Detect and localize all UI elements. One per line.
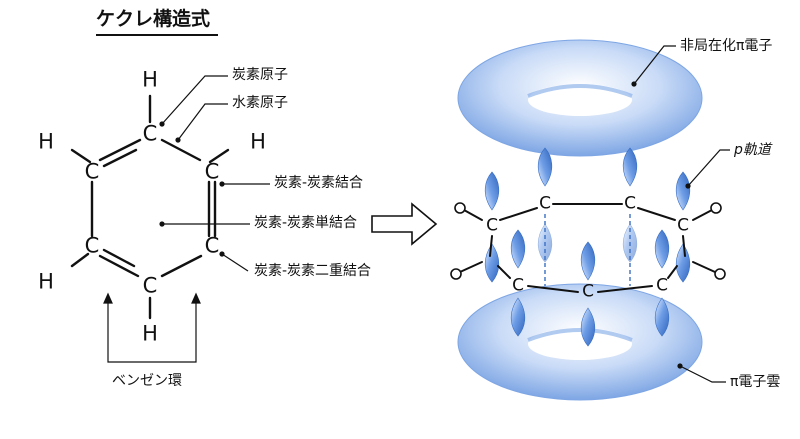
hydrogen-atom-upper-right: H: [250, 129, 266, 154]
orbital-carbon-4: C: [677, 215, 689, 236]
carbon-atom-lower-right: C: [204, 233, 220, 258]
label-cc-double-bond: 炭素-炭素二重結合: [254, 263, 372, 279]
orbital-carbon-6: C: [582, 281, 594, 302]
label-delocalized-pi: 非局在化π電子: [680, 38, 773, 54]
orbital-carbon-7: C: [656, 275, 668, 296]
carbon-atom-lower-left: C: [84, 233, 100, 258]
ring-bond-top-right: [160, 138, 202, 162]
transform-arrow: [371, 202, 438, 246]
ch-bond-upper-right: [208, 148, 230, 164]
label-carbon-atom: 炭素原子: [232, 67, 288, 83]
leader-dots: [159, 121, 225, 257]
orbital-carbon-5: C: [512, 275, 524, 296]
sigma-framework: [459, 203, 716, 293]
p-orbital-lobes-upper: [484, 147, 691, 281]
kekule-bonds: [70, 94, 230, 320]
label-pi-cloud: π電子雲: [730, 374, 781, 390]
label-cc-single-bond: 炭素-炭素単結合: [254, 215, 358, 231]
orbital-carbon-3: C: [486, 215, 498, 236]
benzene-ring-bracket: [103, 292, 201, 363]
hydrogen-atom-top: H: [142, 67, 158, 92]
ring-bond-bottom-left-2: [102, 248, 136, 268]
p-orbital-lobes-lower: [484, 223, 691, 347]
left-leaders: [161, 75, 270, 272]
hydrogen-atom-lower-left: H: [38, 269, 54, 294]
carbon-atom-upper-right: C: [204, 159, 220, 184]
right-leaders: [633, 45, 730, 383]
carbon-atom-bottom: C: [142, 273, 158, 298]
orbital-carbon-1: C: [539, 193, 551, 214]
ring-bond-top-left: [98, 138, 142, 162]
label-p-orbital: p軌道: [734, 142, 771, 158]
carbon-atom-upper-left: C: [84, 159, 100, 184]
label-benzene-ring: ベンゼン環: [112, 373, 182, 389]
label-cc-bond: 炭素-炭素結合: [274, 175, 364, 191]
carbon-atom-top: C: [142, 121, 158, 146]
ch-bond-upper-left: [70, 148, 92, 164]
ring-bond-bottom-left: [98, 254, 140, 278]
hydrogen-atom-upper-left: H: [38, 129, 54, 154]
orbital-carbon-2: C: [624, 193, 636, 214]
hydrogen-atom-bottom: H: [142, 321, 158, 346]
ch-bond-lower-left: [70, 252, 90, 268]
label-hydrogen-atom: 水素原子: [232, 95, 288, 111]
right-leader-dots: [631, 81, 691, 369]
page-title: ケクレ構造式: [96, 8, 211, 30]
pi-cloud-top: [457, 39, 703, 157]
ring-bond-bottom-right: [160, 254, 203, 278]
title-underline: [96, 34, 218, 36]
hydrogen-atoms: [450, 202, 726, 280]
ring-bond-top-left-2: [102, 148, 138, 168]
pi-overlap-dashes: [544, 214, 631, 286]
pi-cloud-bottom: [457, 283, 703, 401]
